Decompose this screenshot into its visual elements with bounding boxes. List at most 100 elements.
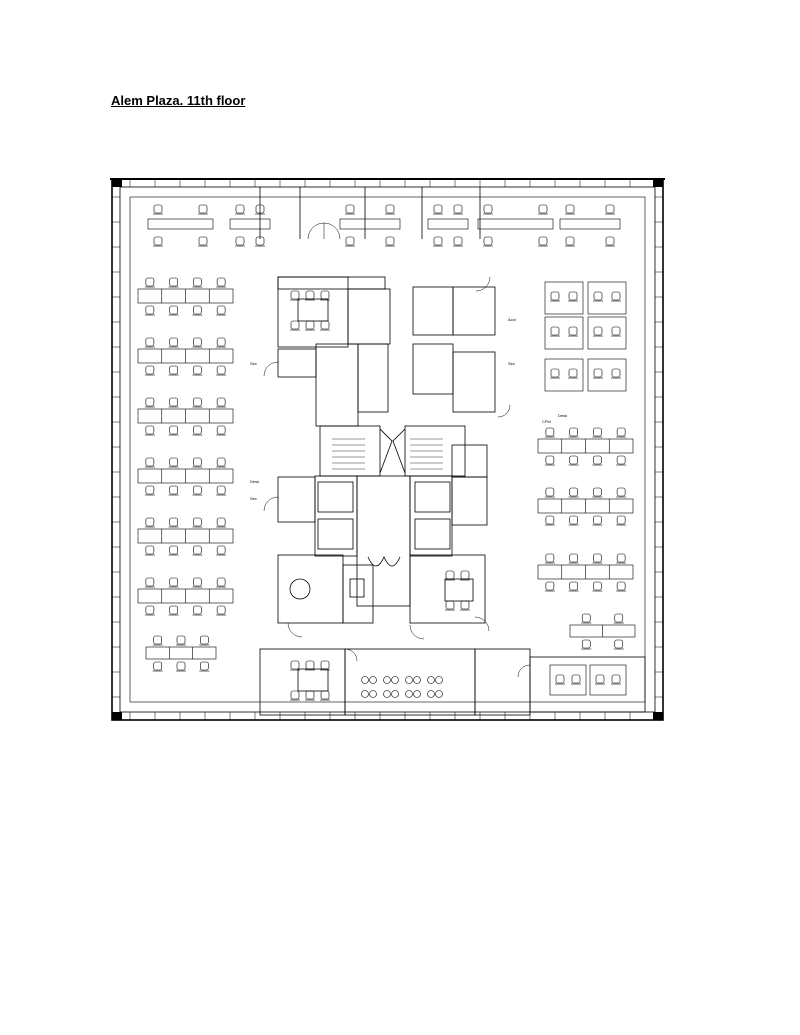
chair [605, 236, 615, 247]
label-sec-left-2: Sec [250, 496, 257, 501]
chair [568, 487, 579, 498]
core-rooms [259, 187, 646, 716]
chair [216, 365, 227, 376]
chair [445, 570, 455, 581]
chair [616, 487, 627, 498]
chair [216, 577, 227, 588]
chair [453, 236, 463, 247]
cafe-stool [405, 676, 413, 684]
cubicle [544, 281, 584, 315]
chair [290, 320, 300, 331]
cafe-stool [413, 690, 421, 698]
chair [144, 277, 155, 288]
chair [460, 600, 470, 611]
cubicle [587, 316, 627, 350]
chair [216, 545, 227, 556]
chair [571, 674, 581, 685]
chair [192, 277, 203, 288]
chair [144, 577, 155, 588]
chair [550, 291, 560, 302]
chair [568, 455, 579, 466]
chair [144, 485, 155, 496]
cafe-stool [427, 690, 435, 698]
page-title: Alem Plaza. 11th floor [111, 93, 246, 108]
room-labels: Sec Desk Sec Acct Sec Desk CFM [250, 317, 567, 501]
chair [168, 485, 179, 496]
cafe-stool [391, 676, 399, 684]
window-mullions [112, 179, 663, 720]
chair [144, 605, 155, 616]
chair [616, 581, 627, 592]
chair [592, 427, 603, 438]
chair [290, 290, 300, 301]
chair [550, 368, 560, 379]
chair [568, 291, 578, 302]
chair [595, 674, 605, 685]
cubicle [544, 316, 584, 350]
cafe-stool [369, 676, 377, 684]
chair [320, 690, 330, 701]
desk-row [427, 218, 469, 230]
chair [544, 581, 555, 592]
chair [168, 457, 179, 468]
chair [565, 204, 575, 215]
chair [345, 236, 355, 247]
chair [168, 577, 179, 588]
chair [433, 236, 443, 247]
chair [538, 204, 548, 215]
cafe-stool [361, 676, 369, 684]
chair [144, 305, 155, 316]
chair [616, 515, 627, 526]
cafe-stool [435, 676, 443, 684]
chair [192, 457, 203, 468]
chair [568, 515, 579, 526]
label-desk-right: Desk [558, 413, 567, 418]
chair [168, 425, 179, 436]
chair [192, 337, 203, 348]
cubicle [549, 664, 587, 696]
chair [305, 690, 315, 701]
chair [544, 487, 555, 498]
chair [592, 487, 603, 498]
cubicle [589, 664, 627, 696]
chair [581, 639, 592, 650]
chair [385, 204, 395, 215]
chair [144, 457, 155, 468]
floor-plan-drawing: Sec Desk Sec Acct Sec Desk CFM [110, 177, 665, 722]
chair [255, 204, 265, 215]
cafe-stool [413, 676, 421, 684]
cubicle [587, 281, 627, 315]
chair [568, 427, 579, 438]
desk-row [229, 218, 271, 230]
chair [305, 290, 315, 301]
chair [152, 635, 163, 646]
chair [168, 277, 179, 288]
chair [616, 427, 627, 438]
desk-row [339, 218, 401, 230]
chair [611, 326, 621, 337]
chair [216, 605, 227, 616]
chair [611, 674, 621, 685]
chair [345, 204, 355, 215]
chair [176, 635, 186, 646]
chair [613, 613, 624, 624]
chair [305, 320, 315, 331]
cafe-stool [391, 690, 399, 698]
label-sec-left-1: Sec [250, 361, 257, 366]
chair [593, 368, 603, 379]
cafe-stool [383, 676, 391, 684]
chair [592, 553, 603, 564]
chair [168, 545, 179, 556]
chair [290, 690, 300, 701]
chair [320, 290, 330, 301]
chair [216, 305, 227, 316]
chair [593, 326, 603, 337]
chair [592, 581, 603, 592]
floor-plan-svg: Sec Desk Sec Acct Sec Desk CFM [110, 178, 665, 721]
chair [198, 236, 208, 247]
chair [192, 545, 203, 556]
chair [568, 581, 579, 592]
chair [168, 305, 179, 316]
chair [616, 455, 627, 466]
chair [168, 365, 179, 376]
